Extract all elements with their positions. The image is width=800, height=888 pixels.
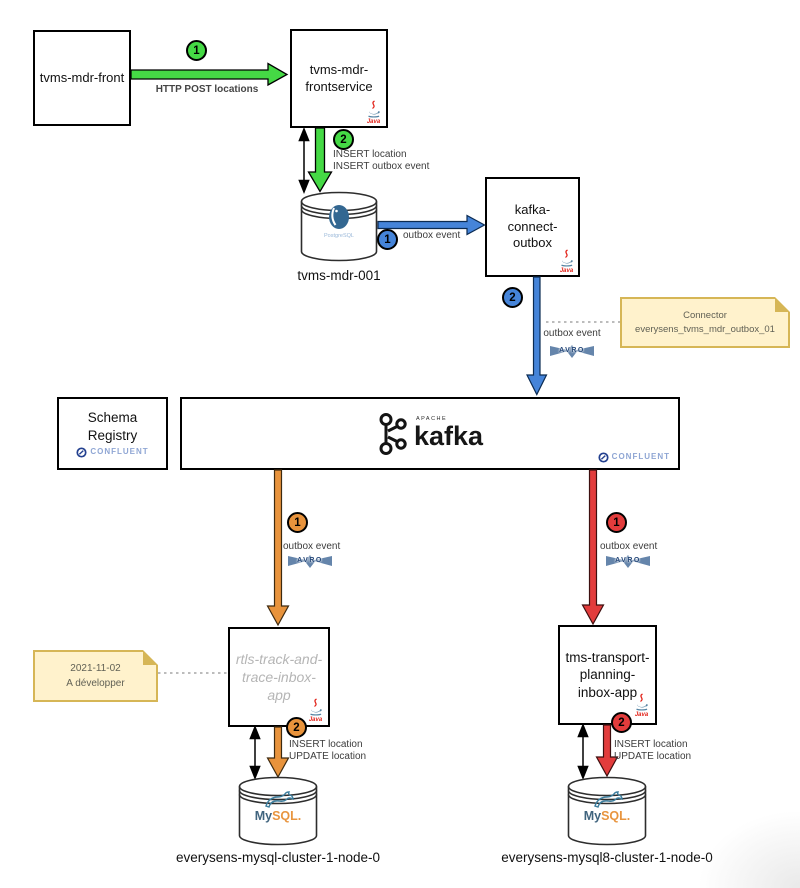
- edge-label-insert-update: INSERT location UPDATE location: [614, 739, 692, 762]
- svg-text:Java: Java: [367, 119, 381, 124]
- confluent-logo: CONFLUENT: [76, 447, 148, 458]
- kafka-icon: [379, 412, 407, 455]
- arrow-outbox-event-1: [377, 214, 486, 236]
- node-db-mysql-left: MySQL.: [238, 776, 318, 847]
- node-label: tvms-mdr- frontservice: [305, 61, 373, 94]
- arrow-tms-insert-update: [595, 724, 619, 778]
- step-badge: 1: [287, 512, 308, 533]
- step-badge: 2: [502, 287, 523, 308]
- arrow-http-post: [130, 62, 289, 87]
- arrow-kafka-to-rtls: [266, 469, 290, 627]
- note-fold-corner: [775, 297, 790, 312]
- java-icon: Java: [367, 100, 381, 124]
- db-label-mysql-left: everysens-mysql-cluster-1-node-0: [175, 850, 381, 865]
- avro-logo: AVRO: [287, 553, 333, 570]
- node-tms-transport-planning-inbox-app: tms-transport- planning- inbox-app Java: [558, 625, 657, 725]
- node-label: rtls-track-and- trace-inbox- app: [235, 650, 323, 704]
- step-badge: 1: [377, 229, 398, 250]
- arrow-insert-outbox: [307, 127, 333, 193]
- edge-label-http-post: HTTP POST locations: [155, 84, 259, 95]
- node-kafka-connect-outbox: kafka- connect- outbox Java: [485, 177, 580, 277]
- note-fold-corner: [143, 650, 158, 665]
- node-db-mysql-right: MySQL.: [567, 776, 647, 847]
- kafka-logo: APACHE kafka: [182, 399, 678, 468]
- svg-text:Java: Java: [560, 268, 574, 273]
- edge-label-insert-outbox: INSERT location INSERT outbox event: [333, 149, 430, 172]
- step-badge: 2: [286, 717, 307, 738]
- kafka-wordmark: APACHE kafka: [413, 415, 484, 452]
- mysql-logo: MySQL.: [238, 790, 318, 823]
- arrow-kafka-to-tms: [581, 469, 605, 626]
- arrow-rtls-insert-update: [266, 726, 290, 779]
- db-label-mysql-right: everysens-mysql8-cluster-1-node-0: [501, 850, 713, 865]
- avro-logo: AVRO: [549, 343, 595, 360]
- svg-text:Java: Java: [635, 712, 649, 717]
- edge-label-outbox-event: outbox event: [600, 541, 658, 552]
- confluent-logo: CONFLUENT: [598, 452, 670, 463]
- corner-shade: [700, 812, 800, 888]
- step-badge: 1: [606, 512, 627, 533]
- java-icon: Java: [560, 249, 574, 273]
- database-cylinder-icon: [238, 776, 318, 846]
- mysql-logo: MySQL.: [567, 790, 647, 823]
- node-tvms-mdr-front: tvms-mdr-front: [33, 30, 131, 126]
- java-icon: Java: [635, 693, 649, 717]
- svg-text:Java: Java: [309, 717, 323, 722]
- mysql-wordmark: MySQL.: [583, 809, 631, 823]
- edge-label-outbox-event: outbox event: [543, 328, 601, 339]
- note-developer: 2021-11-02 A développer: [33, 650, 158, 702]
- postgresql-logo: PostgreSQL: [300, 204, 378, 239]
- node-rtls-track-and-trace-inbox-app: rtls-track-and- trace-inbox- app Java: [228, 627, 330, 727]
- node-tvms-mdr-frontservice: tvms-mdr- frontservice Java: [290, 29, 388, 128]
- node-label: Schema Registry: [87, 409, 138, 443]
- confluent-icon: [598, 452, 609, 463]
- edge-label-outbox-event: outbox event: [283, 541, 341, 552]
- node-label: tms-transport- planning- inbox-app: [565, 649, 650, 700]
- edge-label-insert-update: INSERT location UPDATE location: [289, 739, 367, 762]
- arrow-rtls-mysql-bidirectional: [249, 724, 261, 781]
- note-connector: Connector everysens_tvms_mdr_outbox_01: [620, 297, 790, 348]
- confluent-icon: [76, 447, 87, 458]
- arrow-outbox-event-2: [526, 276, 548, 396]
- node-db-tvms-mdr-001: PostgreSQL: [300, 191, 378, 263]
- step-badge: 1: [186, 40, 207, 61]
- note-text: 2021-11-02 A développer: [66, 663, 125, 689]
- step-badge: 2: [611, 712, 632, 733]
- node-kafka: APACHE kafka CONFLUENT: [180, 397, 680, 470]
- arrow-tms-mysql-bidirectional: [577, 722, 589, 781]
- node-label: tvms-mdr-front: [39, 69, 125, 85]
- db-label-tvms-mdr-001: tvms-mdr-001: [297, 268, 381, 283]
- edge-label-outbox-event: outbox event: [403, 230, 461, 241]
- step-badge: 2: [333, 129, 354, 150]
- java-icon: Java: [309, 698, 323, 722]
- note-text: Connector everysens_tvms_mdr_outbox_01: [635, 309, 775, 335]
- database-cylinder-icon: [567, 776, 647, 846]
- mysql-wordmark: MySQL.: [254, 809, 302, 823]
- node-schema-registry: Schema Registry CONFLUENT: [57, 397, 168, 470]
- node-label: kafka- connect- outbox: [507, 201, 558, 251]
- avro-logo: AVRO: [605, 553, 651, 570]
- arrow-frontservice-db-bidirectional: [298, 126, 310, 195]
